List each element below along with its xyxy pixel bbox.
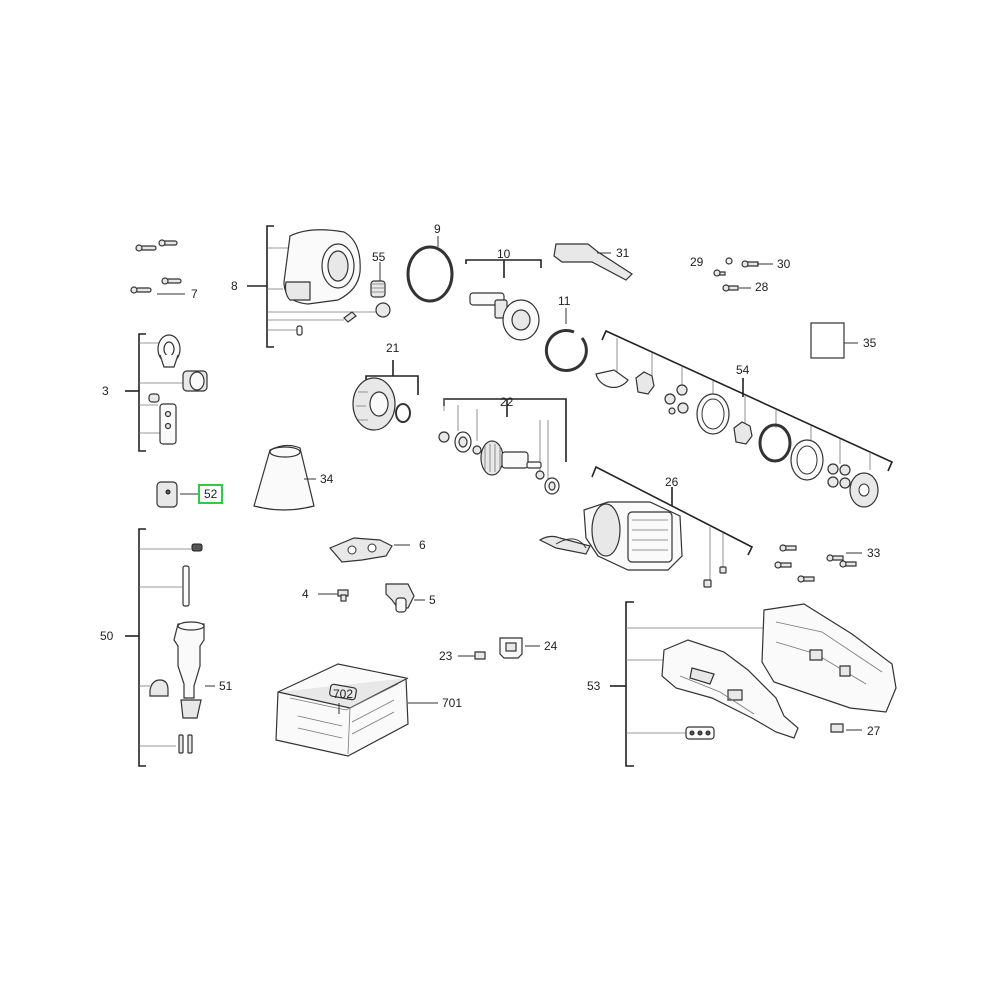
shaft-bearing-10 [465,259,542,341]
planetary-gear-set-54 [595,329,894,508]
assembly-3 [125,333,208,452]
callout-9[interactable]: 9 [434,222,441,236]
callout-10[interactable]: 10 [497,247,511,261]
callout-53[interactable]: 53 [587,679,601,693]
plate-6 [329,537,410,563]
sleeve-52 [156,481,198,508]
callout-55[interactable]: 55 [372,250,386,264]
callout-6[interactable]: 6 [419,538,426,552]
screws-7 [130,239,185,295]
callout-31[interactable]: 31 [616,246,630,260]
screw-4-switch-5 [318,583,425,613]
leader-lines [379,262,567,324]
switch-lever-31 [553,243,633,281]
callout-22[interactable]: 22 [500,395,514,409]
callout-27[interactable]: 27 [867,724,881,738]
callout-21[interactable]: 21 [386,341,400,355]
armature-22 [438,398,567,495]
carry-case-701 [275,663,438,757]
gear-21 [352,360,419,431]
motor-assembly-26 [538,465,754,588]
callout-52-highlighted[interactable]: 52 [198,484,224,504]
callout-54[interactable]: 54 [736,363,750,377]
callout-33[interactable]: 33 [867,546,881,560]
callout-701[interactable]: 701 [442,696,463,710]
gear-housing-8 [247,225,391,348]
callout-50[interactable]: 50 [100,629,114,643]
housing-halves-53 [610,601,897,767]
callout-35[interactable]: 35 [863,336,877,350]
callout-3[interactable]: 3 [102,384,109,398]
callout-34[interactable]: 34 [320,472,334,486]
callout-702[interactable]: 702 [333,687,354,701]
rubber-boot-34 [253,444,316,511]
callout-26[interactable]: 26 [665,475,679,489]
o-ring-9 [406,236,454,303]
callout-28[interactable]: 28 [755,280,769,294]
label-plate-35 [810,322,858,359]
callout-7[interactable]: 7 [191,287,198,301]
callout-11[interactable]: 11 [558,294,571,308]
screws-33 [774,544,862,583]
callout-51[interactable]: 51 [219,679,233,693]
screws-28-29-30 [713,257,773,292]
callout-4[interactable]: 4 [302,587,309,601]
callout-8[interactable]: 8 [231,279,238,293]
assembly-50 [125,528,215,767]
callout-23[interactable]: 23 [439,649,453,663]
callout-29[interactable]: 29 [690,255,704,269]
callout-30[interactable]: 30 [777,257,791,271]
callout-24[interactable]: 24 [544,639,558,653]
callout-5[interactable]: 5 [429,593,436,607]
screw-23-clip-24 [458,637,540,660]
